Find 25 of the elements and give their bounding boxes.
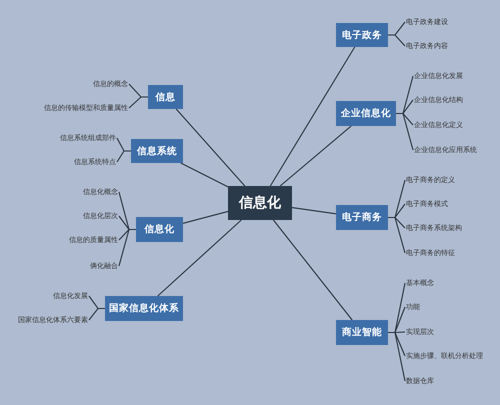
branch-box: 信息化 [136,217,183,242]
connector-line [292,207,336,214]
connector-line [118,228,136,266]
connector-line [388,34,406,46]
central-topic-box: 信息化 [228,186,292,220]
connector-line [280,126,352,186]
branch-box: 电子商务 [336,205,388,230]
connector-line [157,220,242,296]
connector-line [396,112,414,150]
branch-box: 国家信息化体系 [105,296,183,321]
branch-box: 信息系统 [131,139,183,163]
connector-line [270,46,356,186]
connector-line [116,150,131,162]
connector-line [388,216,406,254]
connector-line [180,162,228,188]
connector-line [128,96,148,108]
connector-line [88,308,105,320]
connector-line [182,210,228,224]
connector-line [272,220,353,320]
branch-box: 商业智能 [336,320,388,345]
connector-line [388,332,406,382]
branch-box: 信息 [148,85,183,109]
connector-line [176,108,246,186]
branch-box: 企业信息化 [336,101,396,126]
branch-box: 电子政务 [336,23,388,47]
